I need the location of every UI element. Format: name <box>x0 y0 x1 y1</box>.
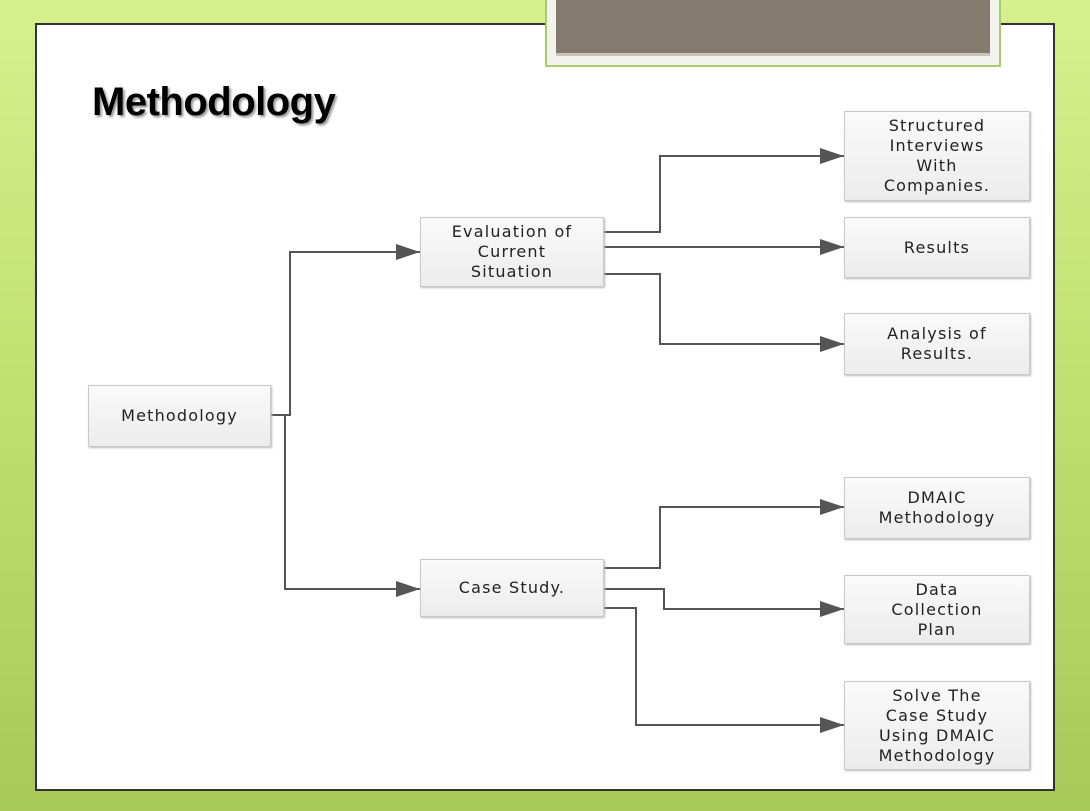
connector-eval-interviews <box>604 148 844 233</box>
node-solve-case-study: Solve The Case Study Using DMAIC Methodo… <box>844 681 1030 770</box>
slide-title: Methodology <box>92 80 336 124</box>
connector-case-datacollection <box>604 588 844 617</box>
node-methodology: Methodology <box>88 385 271 447</box>
title-placeholder-tab <box>545 0 1001 67</box>
node-case-study: Case Study. <box>420 559 604 617</box>
node-evaluation: Evaluation of Current Situation <box>420 217 604 287</box>
connector-root-evaluation <box>271 244 420 416</box>
connector-case-dmaic <box>604 499 844 569</box>
node-analysis: Analysis of Results. <box>844 313 1030 375</box>
connector-root-casestudy <box>271 414 420 597</box>
connector-case-solve <box>604 607 844 733</box>
node-structured-interviews: Structured Interviews With Companies. <box>844 111 1030 201</box>
node-dmaic: DMAIC Methodology <box>844 477 1030 539</box>
node-data-collection: Data Collection Plan <box>844 575 1030 644</box>
node-results: Results <box>844 217 1030 278</box>
title-placeholder-fill <box>556 0 990 56</box>
connector-eval-analysis <box>604 273 844 352</box>
